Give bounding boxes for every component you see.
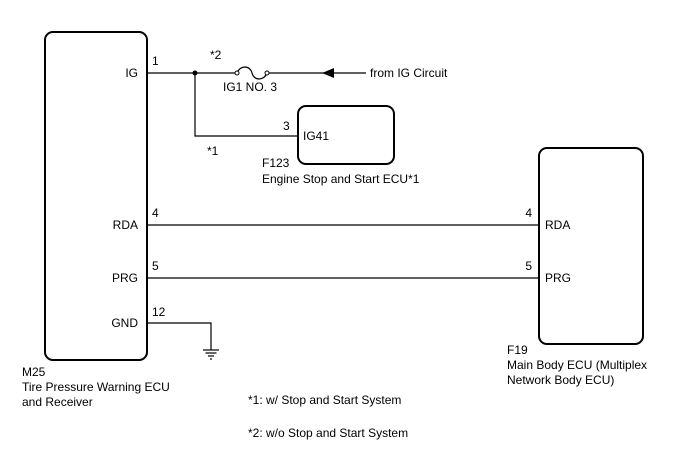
fuse-note: *2 <box>210 48 222 62</box>
f123-name: Engine Stop and Start ECU*1 <box>262 172 420 186</box>
m25-pin-number-rda: 4 <box>152 206 159 220</box>
m25-pin-number-gnd: 12 <box>152 305 166 319</box>
f123-ecu-box <box>297 105 395 165</box>
f19-name-line2: Network Body ECU) <box>507 373 614 387</box>
f123-pin-label: IG41 <box>303 129 329 143</box>
fuse-terminal-right <box>264 70 270 76</box>
m25-pin-number-prg: 5 <box>152 259 159 273</box>
f123-pin-number: 3 <box>283 119 290 133</box>
f19-pin-label-prg: PRG <box>545 271 571 285</box>
f123-code: F123 <box>262 156 290 170</box>
m25-code: M25 <box>22 365 46 379</box>
fuse-terminal-left <box>234 70 240 76</box>
f19-ecu-box <box>538 147 644 345</box>
source-label: from IG Circuit <box>370 66 448 80</box>
m25-ecu-box <box>44 31 148 361</box>
f19-code: F19 <box>507 343 528 357</box>
footnote-1: *1: w/ Stop and Start System <box>248 393 401 407</box>
f19-pin-number-prg: 5 <box>525 259 532 273</box>
f19-pin-label-rda: RDA <box>545 218 570 232</box>
fuse-symbol <box>236 66 268 80</box>
f19-name-line1: Main Body ECU (Multiplex <box>507 358 647 372</box>
footnote-2: *2: w/o Stop and Start System <box>248 426 408 440</box>
f123-branch-wire <box>194 73 298 137</box>
m25-pin-number-ig: 1 <box>152 54 159 68</box>
m25-pin-label-rda: RDA <box>113 218 138 232</box>
m25-name-line2: and Receiver <box>22 395 93 409</box>
fuse-name: IG1 NO. 3 <box>223 80 277 94</box>
f19-pin-number-rda: 4 <box>525 206 532 220</box>
gnd-wire <box>147 322 212 350</box>
m25-pin-label-ig: IG <box>125 66 138 80</box>
m25-name-line1: Tire Pressure Warning ECU <box>22 380 170 394</box>
ground-icon <box>203 349 219 360</box>
m25-pin-label-prg: PRG <box>112 271 138 285</box>
source-arrow <box>322 68 334 78</box>
branch-note: *1 <box>207 144 219 158</box>
m25-pin-label-gnd: GND <box>111 316 138 330</box>
